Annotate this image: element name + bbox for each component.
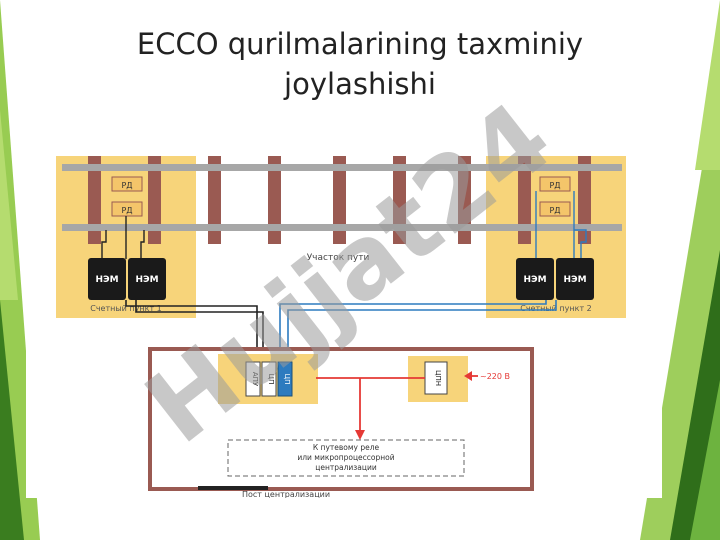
- green-triangle-right-light: [695, 0, 720, 170]
- green-triangle-left-light: [0, 110, 18, 300]
- rd-label: РД: [121, 206, 132, 215]
- sleeper: [333, 156, 346, 244]
- counting-point-1-label: Счетный пункт 1: [90, 304, 162, 313]
- title-line-1: ECCO qurilmalarining taxminiy: [136, 27, 584, 61]
- sleeper: [393, 156, 406, 244]
- sleeper: [208, 156, 221, 244]
- rd-label: РД: [121, 181, 132, 190]
- rd-label: РД: [549, 181, 560, 190]
- green-triangle-left-dark: [0, 300, 24, 540]
- electronic-module-left-1: [88, 258, 126, 300]
- title-line-2: joylashishi: [284, 67, 436, 101]
- arrow-to-relay: [355, 430, 365, 440]
- module-cp-2-label: ЦП: [283, 374, 291, 385]
- sensor-cables-right: [535, 191, 587, 259]
- sensor-cables-left: [101, 216, 145, 259]
- power-unit-label: ЦПН: [434, 370, 442, 386]
- centralization-post-room: [148, 347, 534, 491]
- electronic-module-right-2: [556, 258, 594, 300]
- wheel-sensor-left-2: [111, 201, 143, 217]
- sleeper: [148, 156, 161, 244]
- nem-label: НЭМ: [563, 275, 586, 285]
- nem-label: НЭМ: [523, 275, 546, 285]
- rd-label: РД: [549, 206, 560, 215]
- module-apu-label: АПУ: [251, 372, 259, 387]
- electronic-module-right-1: [516, 258, 554, 300]
- rail-top: [62, 164, 622, 171]
- relay-text-line-2: или микропроцессорной: [297, 453, 394, 462]
- green-triangle-right-mid: [690, 380, 720, 540]
- module-cp-2: [277, 361, 293, 397]
- sleeper: [88, 156, 101, 244]
- post-label: Пост централизации: [242, 490, 330, 498]
- module-cp-1-label: ЦП: [267, 374, 275, 385]
- relay-text-line-3: централизации: [315, 463, 377, 472]
- nem-label: НЭМ: [135, 275, 158, 285]
- post-door: [198, 486, 268, 490]
- sleeper: [518, 156, 531, 244]
- sleeper: [458, 156, 471, 244]
- arrow-supply-in: [464, 371, 472, 381]
- slide-title: ECCO qurilmalarining taxminiy joylashish…: [40, 24, 680, 104]
- nem-label: НЭМ: [95, 275, 118, 285]
- sleeper: [268, 156, 281, 244]
- relay-text-line-1: К путевому реле: [313, 443, 380, 452]
- module-cp-1: [261, 361, 277, 397]
- ecco-layout-diagram: РД РД РД РД Участок пути НЭМ НЭМ НЭМ НЭМ…: [26, 134, 662, 498]
- sleeper: [578, 156, 591, 244]
- cable-counting-point-1: [125, 300, 264, 362]
- wheel-sensor-right-2: [539, 201, 571, 217]
- wheel-sensor-right-1: [539, 176, 571, 192]
- rail-bottom: [62, 224, 622, 231]
- wheel-sensor-left-1: [111, 176, 143, 192]
- cable-counting-point-2: [279, 300, 557, 362]
- sleepers: [88, 156, 591, 244]
- supply-voltage-label: ~220 В: [480, 372, 510, 381]
- module-apu: [245, 361, 261, 397]
- track-section-label: Участок пути: [307, 253, 370, 263]
- electronic-module-left-2: [128, 258, 166, 300]
